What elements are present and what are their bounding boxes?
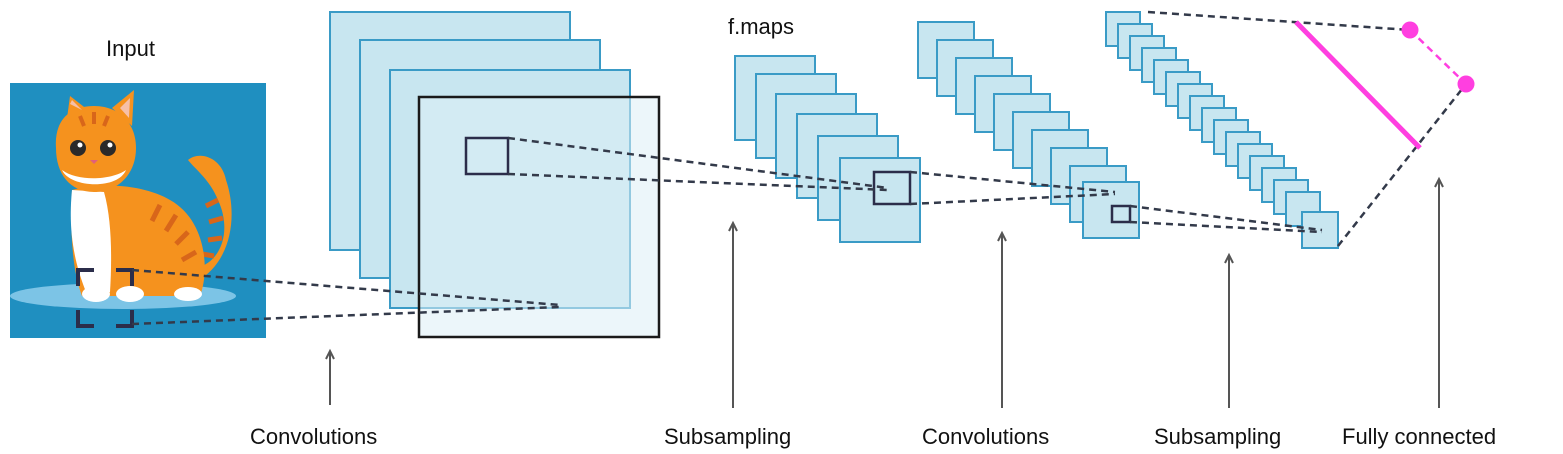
- stage-label-convolutions-1: Convolutions: [250, 424, 378, 449]
- feature-maps-label: f.maps: [728, 14, 795, 39]
- conv1-feature-maps: [329, 11, 661, 339]
- output-node-1: [1401, 21, 1419, 39]
- connector-conv1-subsample1: [507, 136, 889, 192]
- arrow-up-icon: [325, 348, 335, 405]
- input-image: [10, 83, 266, 338]
- subsample2-feature-maps: [1105, 11, 1339, 249]
- connector-conv2-subsample2: [1129, 204, 1323, 234]
- cat-icon: [10, 90, 236, 309]
- arrow-up-icon: [1224, 252, 1234, 408]
- stage-label-fully-connected: Fully connected: [1342, 424, 1497, 449]
- fully-connected-layer: [1147, 10, 1475, 247]
- stage-label-subsampling-2: Subsampling: [1154, 424, 1282, 449]
- arrow-up-icon: [997, 230, 1007, 408]
- subsample1-feature-maps: [734, 55, 921, 243]
- arrow-up-icon: [728, 220, 738, 408]
- output-node-2: [1457, 75, 1475, 93]
- stage-arrows: [325, 176, 1444, 408]
- stage-label-convolutions-2: Convolutions: [922, 424, 1050, 449]
- stage-label-subsampling-1: Subsampling: [664, 424, 792, 449]
- conv2-feature-maps: [917, 21, 1140, 239]
- arrow-up-icon: [1434, 176, 1444, 408]
- connector-subsample1-conv2: [909, 170, 1116, 206]
- input-label: Input: [106, 36, 155, 61]
